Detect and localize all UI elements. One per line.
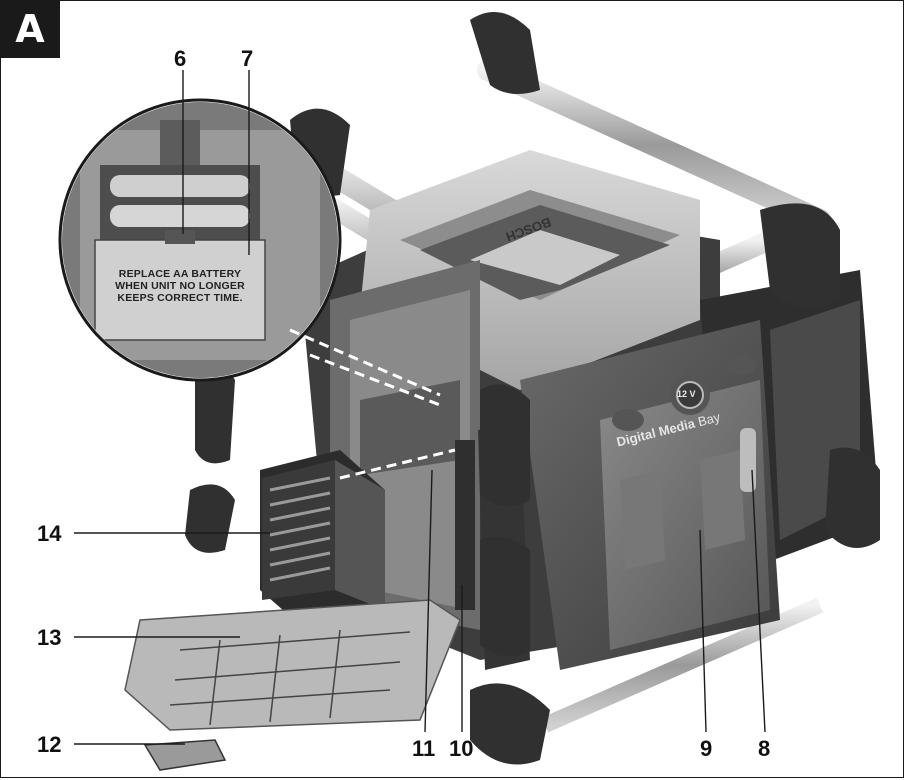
callout-13: 13 [37, 625, 62, 650]
detail-inset [58, 98, 342, 382]
battery-cover-text: REPLACE AA BATTERY WHEN UNIT NO LONGER K… [100, 268, 260, 304]
callout-7: 7 [241, 46, 254, 71]
compartment-cover [124, 599, 461, 731]
battery-cover-line-3: KEEPS CORRECT TIME. [117, 292, 243, 304]
callout-11: 11 [412, 736, 436, 761]
corner-bumpers [185, 12, 880, 765]
callout-14: 14 [37, 521, 62, 546]
battery-cover-line-1: REPLACE AA BATTERY [118, 268, 242, 280]
socket-label: 12 V [677, 389, 696, 399]
projection-lines [289, 328, 456, 480]
figure-badge: A [0, 0, 60, 58]
cover-clip [143, 739, 227, 771]
callout-6: 6 [174, 46, 187, 71]
battery-pack [260, 450, 385, 625]
leader-lines [74, 70, 766, 745]
media-bay-door [520, 320, 780, 670]
release-lever [455, 440, 475, 610]
callout-9: 9 [700, 736, 713, 761]
callout-8: 8 [758, 736, 771, 761]
battery-cover-line-2: WHEN UNIT NO LONGER [115, 280, 245, 292]
callout-10: 10 [449, 736, 474, 761]
callout-12: 12 [37, 732, 62, 757]
